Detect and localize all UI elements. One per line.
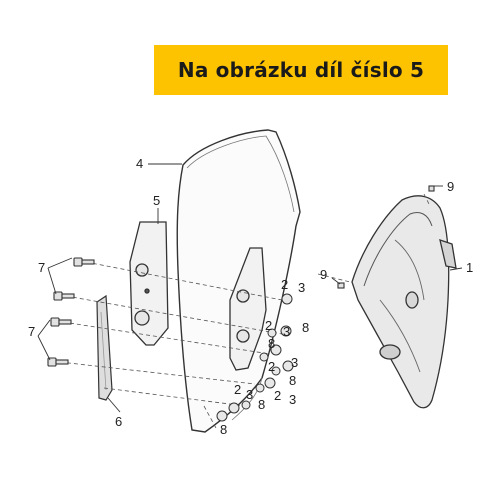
callout-8: 8: [258, 397, 265, 412]
side-bracket-part-5: [129, 221, 169, 346]
callout-3: 3: [298, 280, 305, 295]
callout-3: 3: [289, 392, 296, 407]
callout-2: 2: [274, 388, 281, 403]
callout-2: 2: [265, 318, 272, 333]
spacer-strip-part-6: [96, 294, 113, 401]
screw-icon: [50, 317, 72, 327]
screw-icon: [337, 282, 345, 289]
fastener-icons: [216, 293, 294, 422]
callout-2: 2: [234, 382, 241, 397]
callout-9: 9: [447, 179, 454, 194]
washer-icon: [271, 366, 281, 376]
callout-8: 8: [220, 422, 227, 437]
callout-9: 9: [320, 267, 327, 282]
callout-8: 8: [302, 320, 309, 335]
washer-icon: [267, 328, 277, 338]
callout-3: 3: [291, 355, 298, 370]
screw-icon: [47, 357, 69, 367]
nut-icon: [281, 293, 293, 305]
assembly-guide-lines: [59, 193, 431, 429]
nut-icon: [228, 402, 240, 414]
screw-icon: [428, 185, 435, 192]
callout-1: 1: [466, 260, 473, 275]
callout-2: 2: [281, 277, 288, 292]
callout-7: 7: [28, 324, 35, 339]
callout-5: 5: [153, 193, 160, 208]
washer-icon: [241, 400, 251, 410]
nut-icon: [280, 325, 292, 337]
callout-8: 8: [268, 336, 275, 351]
callout-6: 6: [115, 414, 122, 429]
callout-3: 3: [283, 324, 290, 339]
nut-icon: [264, 377, 276, 389]
callout-8: 8: [289, 373, 296, 388]
screw-icon: [73, 257, 95, 267]
callout-7: 7: [38, 260, 45, 275]
washer-icon: [259, 352, 269, 362]
leader-lines: [37, 163, 463, 413]
screw-icons: [47, 185, 435, 367]
callout-labels: 4 5 7 7 6 1 9 9 2 3 2 3 8 8 2 3 8 2 3 8 …: [28, 156, 473, 437]
callout-3: 3: [246, 387, 253, 402]
callout-2: 2: [268, 359, 275, 374]
washer-icon: [255, 383, 265, 393]
nut-icon: [216, 410, 228, 422]
fairing-part-1: [351, 195, 457, 409]
screw-icon: [53, 291, 75, 301]
nut-icon: [282, 360, 294, 372]
nut-icon: [270, 344, 282, 356]
highlight-banner: Na obrázku díl číslo 5: [154, 45, 448, 95]
callout-4: 4: [136, 156, 143, 171]
